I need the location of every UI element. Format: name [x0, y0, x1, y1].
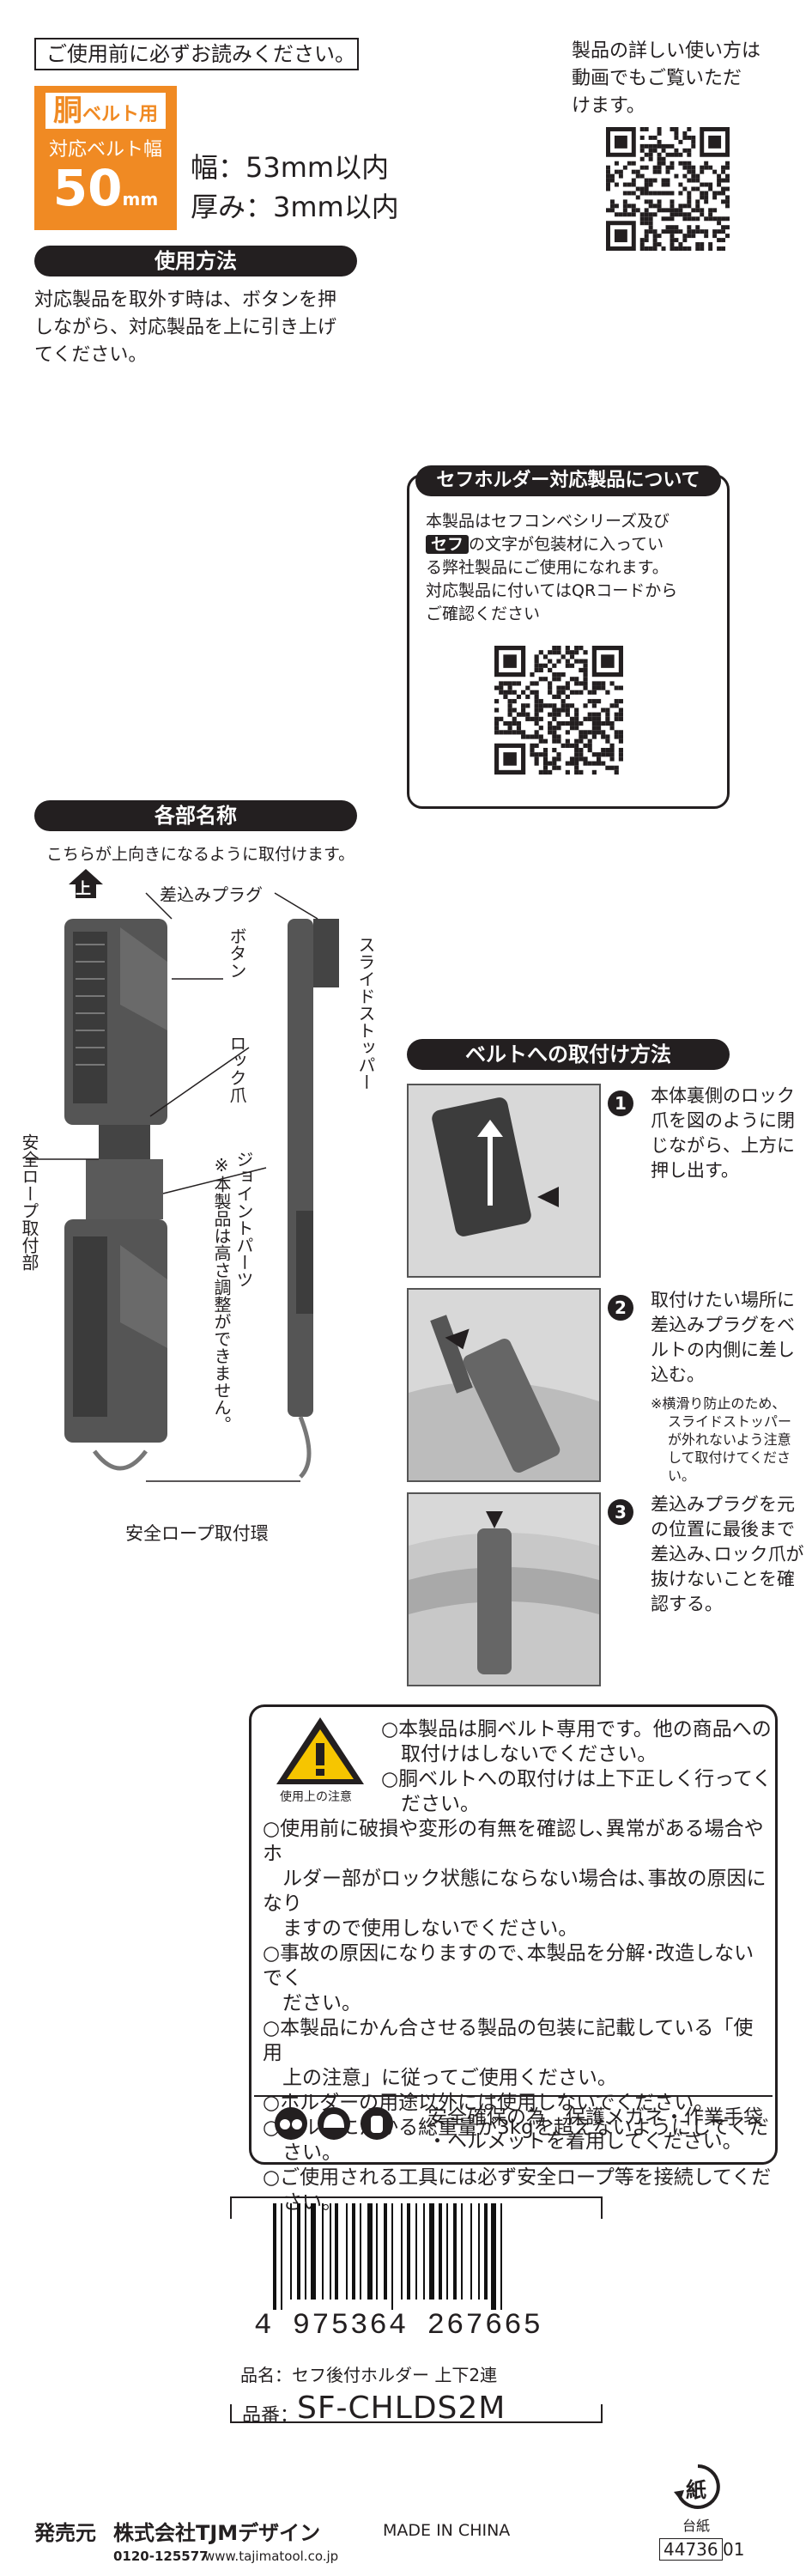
barcode-frame [230, 2196, 603, 2219]
safety-text: 安全確保の為、保護メガネ・作業手袋・ヘルメットを着用してください。 [427, 2106, 763, 2153]
print-code: 44736 [659, 2538, 723, 2561]
step3-text: 差込みプラグを元の位置に最後まで差込み､ロック爪が抜けないことを確認する。 [651, 1494, 804, 1614]
caution-item: ○本製品は胴ベルト専用です。他の商品への [381, 1718, 772, 1741]
step2-image [407, 1288, 601, 1482]
parts-diagram [26, 869, 339, 1482]
helmet-icon [318, 2107, 350, 2140]
caution-item: 取付けはしないでください。 [381, 1743, 657, 1765]
mount-heading: ベルトへの取付け方法 [407, 1039, 730, 1070]
usage-text: 対応製品を取外す時は、ボタンを押しながら、対応製品を上に引き上げてください。 [34, 289, 337, 366]
label-up: 上 [76, 880, 91, 898]
caution-item: さい。 [263, 2142, 342, 2164]
label-joint-note: ※本製品は高さ調整ができません。 [211, 1155, 232, 1433]
caution-divider [254, 2095, 773, 2097]
label-safety-rope-part: 安全ロープ取付部 [19, 1133, 39, 1271]
usage-heading: 使用方法 [34, 246, 357, 276]
caution-label: 使用上の注意 [280, 1790, 352, 1804]
compat-heading: セフホルダー対応製品について [415, 465, 721, 496]
spec-thickness: 厚み：3mm以内 [191, 191, 399, 223]
company-name: 株式会社TJMデザイン [113, 2521, 321, 2545]
label-lock-claw: ロック爪 [227, 1035, 247, 1103]
caution-item: ますので使用しないでください。 [263, 1917, 579, 1940]
label-safety-ring: 安全ロープ取付環 [125, 1523, 269, 1544]
step1-number: 1 [608, 1091, 633, 1116]
step2-text: 取付けたい場所に差込みプラグをベルトの内側に差し込む。 [651, 1290, 795, 1385]
caution-item: ○使用前に破損や変形の有無を確認し､異常がある場合やホ [263, 1818, 764, 1865]
product-name: 品名：セフ後付ホルダー 上下2連 [240, 2365, 498, 2385]
belt-badge: 胴ベルト用 対応ベルト幅 50mm [34, 86, 177, 230]
compat-box [407, 474, 730, 809]
badge-width-label: 対応ベルト幅 [48, 139, 162, 161]
made-in: MADE IN CHINA [383, 2521, 511, 2540]
step1-text: 本体裏側のロック爪を図のように閉じながら、上方に押し出す。 [651, 1085, 795, 1181]
caution-item: ださい。 [263, 1992, 361, 2014]
badge-title-sub: ベルト用 [82, 104, 158, 125]
caution-item: ルダー部がロック状態にならない場合は､事故の原因になり [263, 1868, 767, 1915]
safety-glasses-icon [275, 2107, 307, 2140]
print-code-suffix: 01 [723, 2539, 745, 2560]
compat-text: 本製品はセフコンベシリーズ及び セフの文字が包装材に入ってい る弊社製品にご使用… [426, 512, 678, 623]
video-note: 製品の詳しい使い方は動画でもご覧いただけます。 [572, 40, 761, 117]
label-button: ボタン [227, 927, 247, 979]
step1-image [407, 1084, 601, 1278]
seller-label: 発売元 [34, 2521, 96, 2545]
caution-item: 上の注意」に従ってご使用ください。 [263, 2067, 617, 2089]
phone: 0120-125577 [113, 2549, 209, 2564]
recycle-label: 台紙 [682, 2518, 711, 2534]
parts-note: こちらが上向きになるように取付けます。 [46, 845, 355, 864]
product-code-label: 品番： [242, 2405, 300, 2427]
website-link[interactable]: www.tajimatool.co.jp [204, 2549, 339, 2564]
caution-item: ○事故の原因になりますので､本製品を分解･改造しないでく [263, 1942, 754, 1990]
spec-width: 幅：53mm以内 [191, 151, 390, 184]
badge-title: 胴 [52, 94, 82, 128]
step2-number: 2 [608, 1295, 633, 1321]
badge-unit: mm [122, 189, 159, 210]
top-notice: ご使用前に必ずお読みください。 [34, 38, 359, 70]
caution-item: ○本製品にかん合させる製品の包装に記載している「使用 [263, 2017, 754, 2064]
code-frame [230, 2404, 603, 2423]
caution-item: ださい。 [381, 1793, 480, 1815]
barcode-digits: 4 975364 267665 [254, 2310, 543, 2342]
paper-recycle-mark: 紙 [686, 2478, 706, 2502]
qr-code-compat[interactable] [494, 646, 623, 775]
parts-heading: 各部名称 [34, 800, 357, 831]
caution-item: ○ご使用される工具には必ず安全ロープ等を接続してくだ [263, 2166, 772, 2189]
paper-recycle-icon [674, 2464, 720, 2509]
qr-code-video[interactable] [606, 127, 730, 251]
label-joint: ジョイントパーツ [233, 1151, 254, 1288]
label-plug: 差込みプラグ [160, 884, 263, 905]
sef-badge: セフ [426, 535, 470, 554]
label-slide-stopper: スライドストッパー [355, 936, 376, 1091]
product-code: SF-CHLDS2M [297, 2391, 506, 2426]
step3-image [407, 1492, 601, 1686]
step2-note: ※横滑り防止のため、 スライドストッパー が外れないよう注意 して取付けてくださ… [651, 1395, 792, 1484]
gloves-icon [361, 2107, 393, 2140]
caution-item: ○胴ベルトへの取付けは上下正しく行ってく [381, 1768, 773, 1790]
warning-icon [276, 1717, 364, 1784]
step3-number: 3 [608, 1499, 633, 1525]
badge-size: 50 [52, 159, 123, 217]
barcode [273, 2203, 561, 2310]
